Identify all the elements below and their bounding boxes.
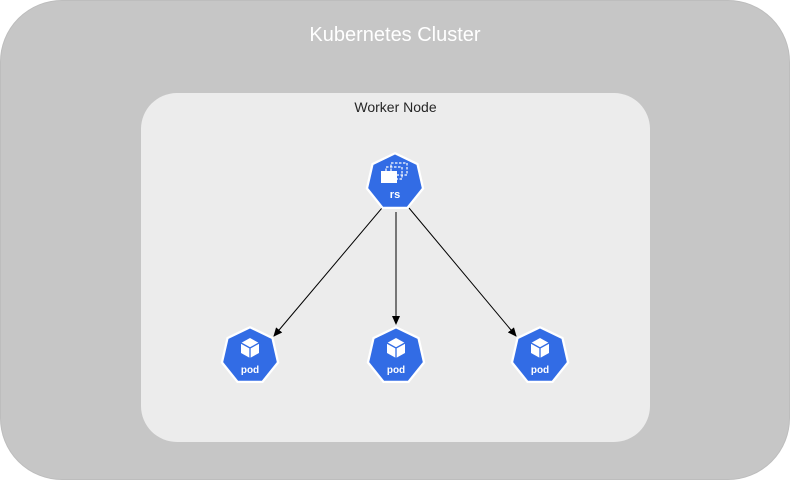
cube-icon xyxy=(240,338,260,358)
pod-label: pod xyxy=(387,365,405,376)
worker-node-title: Worker Node xyxy=(354,99,437,115)
replicaset-icon xyxy=(381,162,408,183)
pod-node-1[interactable]: pod xyxy=(220,326,280,383)
replicaset-label: rs xyxy=(390,189,400,201)
replicaset-node[interactable]: rs xyxy=(365,152,425,209)
connector-rs-to-pod-3 xyxy=(408,207,517,337)
cube-icon xyxy=(386,338,406,358)
cube-icon xyxy=(530,338,550,358)
pod-node-3[interactable]: pod xyxy=(510,326,570,383)
pod-label: pod xyxy=(241,365,259,376)
connector-rs-to-pod-1 xyxy=(273,207,383,337)
cluster-title: Kubernetes Cluster xyxy=(309,24,481,46)
pod-label: pod xyxy=(531,365,549,376)
pod-node-2[interactable]: pod xyxy=(366,326,426,383)
